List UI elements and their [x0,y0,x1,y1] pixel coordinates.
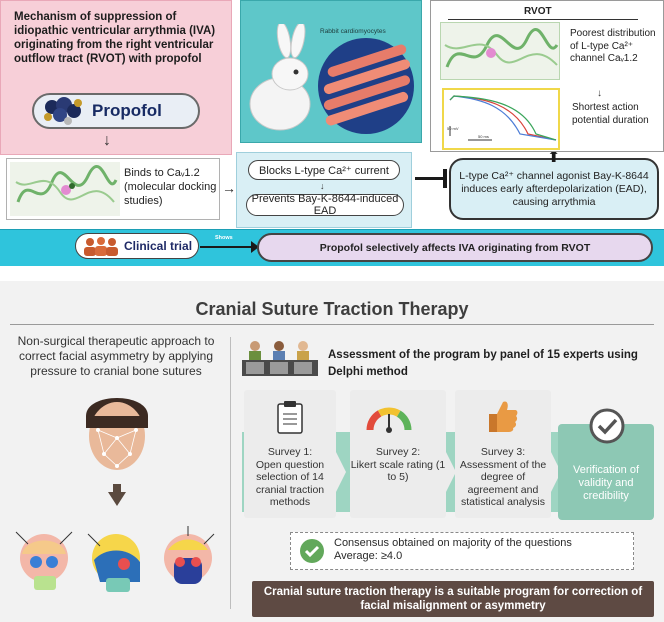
scale-voltage: 50 mV [447,126,459,131]
poorest-distribution-text: Poorest distribution of L-type Ca²⁺ chan… [570,28,656,64]
result-pill: Propofol selectively affects IVA origina… [257,233,653,262]
shortest-apd-text: Shortest action potential duration [572,102,649,126]
expert-panel-icon [242,341,318,376]
consensus-average: Average: ≥4.0 [334,550,403,562]
skull-icon [87,533,140,592]
title-rule [10,324,654,325]
arrow-down: ↓ [597,88,602,99]
shows-arrow-head [251,241,259,253]
scale-time: 50 ms [478,134,489,139]
propofol-label: Propofol [92,101,162,120]
skull-icon [15,531,73,590]
survey-text: Open question selection of 14 cranial tr… [255,458,325,509]
face-scan-icon [86,398,148,470]
survey-3-card: Survey 3: Assessment of the degree of ag… [455,390,551,518]
rabbit-icon [249,24,311,131]
therapy-description: Non-surgical therapeutic approach to cor… [17,334,215,378]
survey-text: Assessment of the degree of agreement an… [459,458,547,509]
down-arrow [108,492,126,506]
arrow-down: ↓ [103,132,111,149]
title-box [0,0,232,155]
survey-1-card: Survey 1: Open question selection of 14 … [244,390,336,518]
arrow-right: → [222,180,236,196]
arrow-up: ⬆ [547,149,561,166]
assessment-text: Assessment of the program by panel of 15… [328,349,638,378]
chevron-icon [446,452,456,492]
docking-structure-icon [10,162,120,216]
thumbs-up-icon [489,401,518,432]
cardiomyocyte-icon [318,38,414,134]
survey-title: Survey 1: [267,446,313,458]
rabbit-caption: Rabbit cardiomyocytes [320,28,386,35]
down-arrow-stem [113,484,121,493]
consensus-text: Consensus obtained on majority of the qu… [334,537,629,563]
check-badge-icon [589,408,625,444]
rvot-docking-icon [440,22,560,80]
survey-title: Survey 2: [375,446,421,458]
rvot-divider [448,19,638,20]
consensus-box [290,532,634,570]
prevents-ead-pill: Prevents Bay-K-8644-induced EAD [246,193,404,217]
rvot-label: RVOT [524,6,552,17]
survey-text: Likert scale rating (1 to 5) [350,458,446,484]
clinical-trial-label: Clinical trial [124,239,193,253]
ltype-agonist-box: L-type Ca²⁺ channel agonist Bay-K-8644 i… [449,158,659,220]
molecule-icon [44,97,82,125]
inhibition-arrow [415,177,445,180]
survey-title: Survey 3: [480,446,526,458]
binds-text: Binds to Caᵥ1.2 (molecular docking studi… [124,167,217,207]
shows-label: Shows [215,235,233,241]
arrow-down-small: ↓ [320,181,325,191]
chevron-icon [551,452,561,492]
gauge-icon [366,407,412,433]
inhibition-bar-end [443,169,447,188]
blocks-current-pill: Blocks L-type Ca²⁺ current [248,160,400,180]
top-title: Mechanism of suppression of idiopathic v… [14,11,216,65]
skull-icon [164,526,215,584]
action-potential-trace-icon [442,88,560,150]
cranial-title: Cranial Suture Traction Therapy [195,299,469,319]
column-divider [230,337,231,609]
conclusion-bar: Cranial suture traction therapy is a sui… [252,581,654,617]
check-circle-icon [300,539,324,563]
clipboard-icon [277,401,303,434]
shows-arrow [200,246,256,248]
skull-icons [15,526,215,592]
clinical-team-icon [84,237,118,256]
chevron-icon [336,452,346,492]
consensus-line: Consensus obtained on majority of the qu… [334,537,572,549]
